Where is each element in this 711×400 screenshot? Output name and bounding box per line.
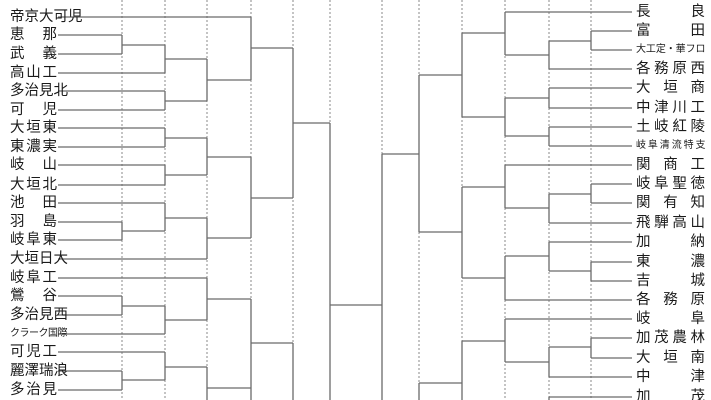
team-name-left: クラーク国際 xyxy=(10,328,68,339)
team-name-left: 羽島 xyxy=(10,214,57,230)
team-name-right: 中津川工 xyxy=(636,100,705,116)
team-name-left: 岐阜東 xyxy=(10,232,57,248)
team-name-left: 武義 xyxy=(10,46,57,62)
team-name-right: 各務原 xyxy=(636,292,705,308)
team-name-right: 関有知 xyxy=(636,195,705,211)
round-dividers xyxy=(121,0,592,400)
team-name-right: 飛騨高山 xyxy=(636,215,705,231)
team-name-right: 土岐紅陵 xyxy=(636,119,705,135)
team-name-right: 長良 xyxy=(636,4,705,20)
team-name-right: 岐阜聖徳 xyxy=(636,176,705,192)
team-name-left: 高山工 xyxy=(10,65,57,81)
team-name-right: 岐阜清流特支 xyxy=(636,140,706,151)
team-name-right: 関商工 xyxy=(636,157,705,173)
left-bracket xyxy=(58,16,382,400)
team-name-left: 帝京大可児 xyxy=(10,9,83,25)
team-name-left: 大垣日大 xyxy=(10,251,68,267)
team-name-right: 吉城 xyxy=(636,273,705,289)
team-name-right: 大工定・華フロ xyxy=(636,44,706,55)
team-name-right: 加納 xyxy=(636,234,705,250)
team-name-left: 多治見西 xyxy=(10,307,68,323)
team-name-left: 可児 xyxy=(10,102,57,118)
team-name-right: 大垣商 xyxy=(636,80,705,96)
team-name-left: 多治見北 xyxy=(10,83,68,99)
team-name-left: 鶯谷 xyxy=(10,288,57,304)
team-name-right: 富田 xyxy=(636,23,705,39)
team-name-right: 中津 xyxy=(636,369,705,385)
team-name-left: 麗澤瑞浪 xyxy=(10,363,68,379)
team-name-right: 東濃 xyxy=(636,254,705,270)
team-name-right: 加茂農林 xyxy=(636,330,705,346)
team-name-right: 各務原西 xyxy=(636,61,705,77)
team-name-right: 加茂 xyxy=(636,389,705,400)
team-name-left: 東濃実 xyxy=(10,139,57,155)
team-name-right: 岐阜 xyxy=(636,311,705,327)
team-name-left: 可児工 xyxy=(10,344,57,360)
team-name-left: 岐山 xyxy=(10,157,57,173)
team-name-left: 大垣北 xyxy=(10,177,57,193)
right-bracket xyxy=(381,11,632,400)
team-name-left: 大垣東 xyxy=(10,120,57,136)
team-name-right: 大垣南 xyxy=(636,350,705,366)
team-name-left: 池田 xyxy=(10,195,57,211)
team-name-left: 恵那 xyxy=(10,27,57,43)
team-name-left: 岐阜工 xyxy=(10,270,57,286)
team-name-left: 多治見 xyxy=(10,382,57,398)
